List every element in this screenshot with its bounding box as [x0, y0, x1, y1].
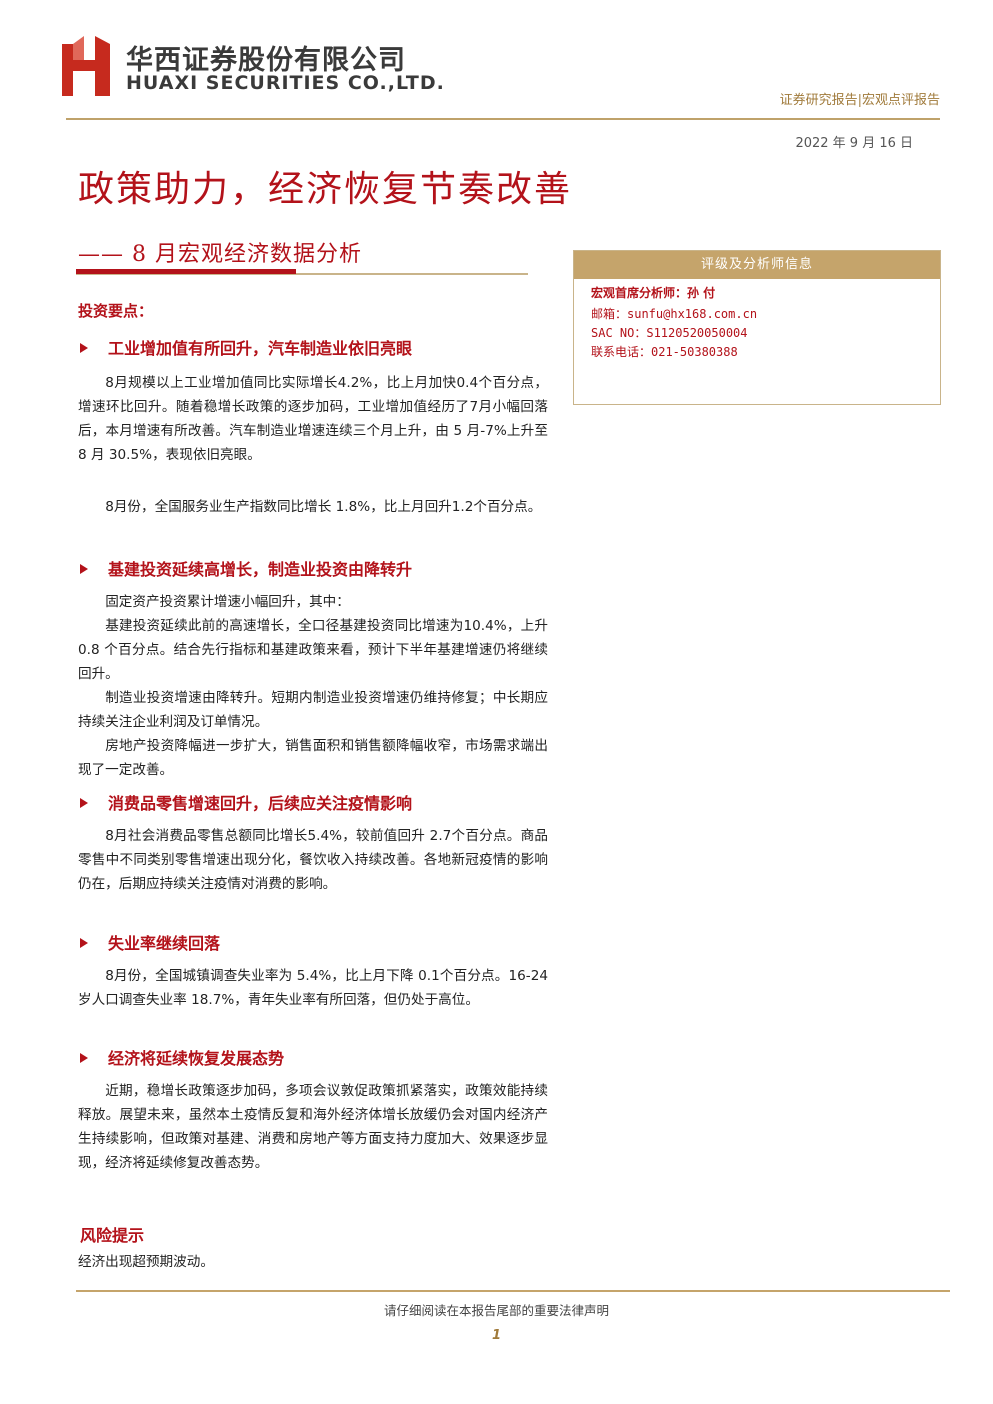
footer-divider — [76, 1290, 950, 1292]
analyst-name: 宏观首席分析师：孙 付 — [591, 286, 716, 300]
legal-notice: 请仔细阅读在本报告尾部的重要法律声明 — [383, 1303, 609, 1318]
key-points-title: 投资要点： — [78, 302, 154, 320]
paragraph: 8月份，全国服务业生产指数同比增长 1.8%，比上月回升1.2个百分点。 — [105, 499, 542, 515]
page-subtitle: —— 8 月宏观经济数据分析 — [78, 242, 362, 267]
section-heading: 消费品零售增速回升，后续应关注疫情影响 — [80, 790, 412, 814]
risk-title: 风险提示 — [80, 1226, 145, 1245]
triangle-bullet-icon — [80, 937, 88, 948]
paragraph: 近期，稳增长政策逐步加码，多项会议敦促政策抓紧落实，政策效能持续释放。展望未来，… — [78, 1083, 548, 1171]
triangle-bullet-icon — [80, 563, 88, 574]
section-heading: 基建投资延续高增长，制造业投资由降转升 — [80, 556, 412, 580]
report-date: 2022 年 9 月 16 日 — [795, 136, 913, 151]
paragraph: 房地产投资降幅进一步扩大，销售面积和销售额降幅收窄，市场需求端出现了一定改善。 — [78, 738, 548, 778]
subtitle-underline-accent — [76, 269, 296, 274]
section-heading-text: 经济将延续恢复发展态势 — [108, 1049, 285, 1068]
company-name-en: HUAXI SECURITIES CO.,LTD. — [126, 72, 445, 94]
subtitle-underline — [76, 273, 528, 275]
triangle-bullet-icon — [80, 1052, 88, 1063]
company-name-cn: 华西证券股份有限公司 — [126, 45, 406, 76]
paragraph: 8月社会消费品零售总额同比增长5.4%，较前值回升 2.7个百分点。商品零售中不… — [78, 828, 548, 892]
section-heading-text: 工业增加值有所回升，汽车制造业依旧亮眼 — [108, 339, 413, 358]
header-divider — [66, 118, 940, 120]
section-heading: 失业率继续回落 — [80, 930, 220, 954]
analyst-info-box: 评级及分析师信息 宏观首席分析师：孙 付 邮箱：sunfu@hx168.com.… — [573, 250, 941, 405]
huaxi-logo-icon — [62, 36, 110, 96]
section-heading: 经济将延续恢复发展态势 — [80, 1045, 284, 1069]
paragraph: 制造业投资增速由降转升。短期内制造业投资增速仍维持修复；中长期应持续关注企业利润… — [78, 690, 548, 730]
page-title: 政策助力，经济恢复节奏改善 — [78, 169, 573, 210]
analyst-email: 邮箱：sunfu@hx168.com.cn — [591, 307, 758, 321]
paragraph: 8月份，全国城镇调查失业率为 5.4%，比上月下降 0.1个百分点。16-24 … — [78, 968, 548, 1008]
section-heading-text: 失业率继续回落 — [108, 934, 221, 953]
analyst-box-title: 评级及分析师信息 — [574, 251, 940, 279]
section-heading-text: 基建投资延续高增长，制造业投资由降转升 — [108, 560, 413, 579]
report-type: 证券研究报告|宏观点评报告 — [779, 93, 940, 108]
section-heading-text: 消费品零售增速回升，后续应关注疫情影响 — [108, 794, 413, 813]
analyst-sac-number: SAC NO：S1120520050004 — [591, 326, 748, 340]
risk-text: 经济出现超预期波动。 — [78, 1254, 214, 1270]
page-number: 1 — [491, 1328, 502, 1343]
analyst-phone: 联系电话：021-50380388 — [591, 345, 738, 359]
triangle-bullet-icon — [80, 342, 88, 353]
paragraph: 基建投资延续此前的高速增长，全口径基建投资同比增速为10.4%，上升 0.8 个… — [78, 618, 548, 682]
paragraph: 8月规模以上工业增加值同比实际增长4.2%，比上月加快0.4个百分点，增速环比回… — [78, 375, 548, 463]
section-heading: 工业增加值有所回升，汽车制造业依旧亮眼 — [80, 335, 412, 359]
paragraph: 固定资产投资累计增速小幅回升，其中： — [105, 594, 350, 610]
triangle-bullet-icon — [80, 797, 88, 808]
